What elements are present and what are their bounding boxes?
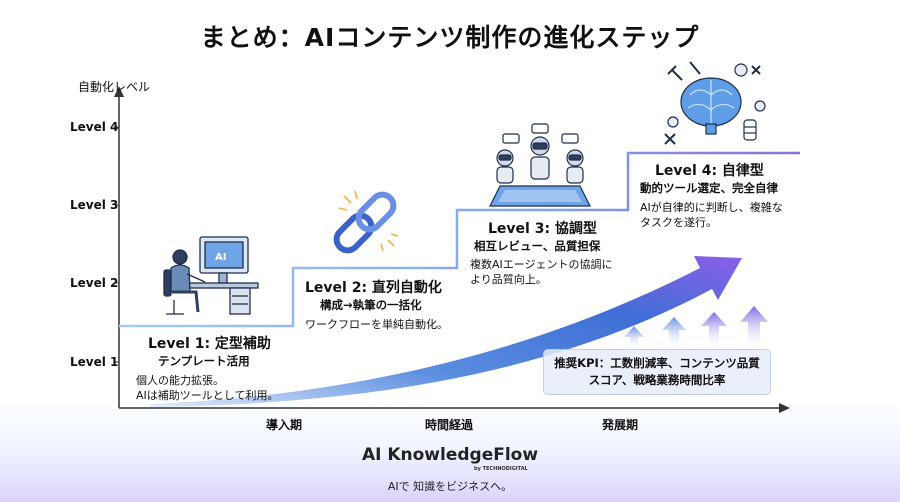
brand-tagline: AIで 知識をビジネスへ。: [387, 480, 513, 493]
svg-text:AI: AI: [215, 252, 226, 263]
y-axis-title: 自動化レベル: [78, 80, 151, 94]
x-phase-intro: 導入期: [266, 418, 303, 432]
growth-arrow: [150, 256, 742, 407]
level-3-title: Level 3: 協調型: [488, 221, 597, 237]
rising-arrows-icon: [624, 306, 768, 350]
y-axis-arrowhead: [114, 86, 124, 97]
level-2-title: Level 2: 直列自動化: [305, 280, 442, 296]
level-staircase: [119, 151, 800, 328]
chain-link-icon: [333, 190, 399, 254]
page-title: まとめ：AIコンテンツ制作の進化ステップ: [200, 23, 700, 52]
y-tick-level-2: Level 2: [70, 276, 119, 290]
brain-tools-icon: [664, 61, 766, 145]
x-phase-growth: 発展期: [602, 418, 639, 432]
level-3-subtitle: 相互レビュー、品質担保: [474, 239, 601, 253]
brand-byline: by TECHNODIGITAL: [474, 466, 528, 472]
kpi-line-1: 推奨KPI：工数削減率、コンテンツ品質: [554, 356, 760, 370]
level-4-subtitle: 動的ツール選定、完全自律: [640, 181, 778, 195]
x-axis-arrowhead: [779, 403, 790, 413]
y-tick-level-3: Level 3: [70, 198, 119, 212]
level-4-title: Level 4: 自律型: [655, 163, 764, 179]
brand-logo-name: AI KnowledgeFlow: [361, 445, 539, 465]
kpi-box: 推奨KPI：工数削減率、コンテンツ品質 スコア、戦略業務時間比率: [543, 349, 771, 395]
kpi-line-2: スコア、戦略業務時間比率: [588, 373, 726, 387]
level-2-subtitle: 構成→執筆の一括化: [320, 298, 422, 312]
level-1-title: Level 1: 定型補助: [148, 336, 271, 352]
robot-team-icon: [489, 123, 591, 207]
level-1-desc: 個人の能力拡張。 AIは補助ツールとして利用。: [136, 374, 279, 402]
x-phase-time: 時間経過: [425, 418, 474, 432]
level-3-desc: 複数AIエージェントの協調に より品質向上。: [470, 258, 613, 286]
level-2-desc: ワークフローを単純自動化。: [305, 318, 448, 331]
level-1-subtitle: テンプレート活用: [158, 354, 250, 368]
y-tick-level-4: Level 4: [70, 120, 119, 134]
level-4-desc: AIが自律的に判断し、複雑な タスクを遂行。: [640, 201, 783, 229]
person-at-computer-icon: AI: [163, 236, 259, 315]
y-tick-level-1: Level 1: [70, 355, 119, 369]
